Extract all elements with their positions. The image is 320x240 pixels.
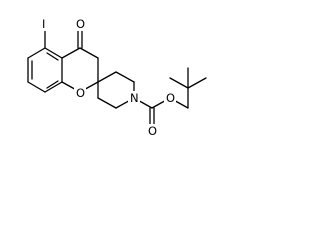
ketone-double-bond	[77, 27, 83, 49]
ring-oxygen-label: O	[76, 86, 85, 100]
carbonyl-oxygen-label: O	[148, 124, 157, 138]
nitrogen-label: N	[130, 91, 139, 105]
benzene-ring	[27, 47, 63, 93]
structure-canvas: I O O N O O	[27, 17, 207, 138]
ester-oxygen-label: O	[166, 91, 175, 105]
ketone-oxygen-label: O	[76, 17, 85, 31]
molecule-drawing: I O O N O O	[27, 17, 207, 138]
iodine-label: I	[42, 17, 45, 31]
